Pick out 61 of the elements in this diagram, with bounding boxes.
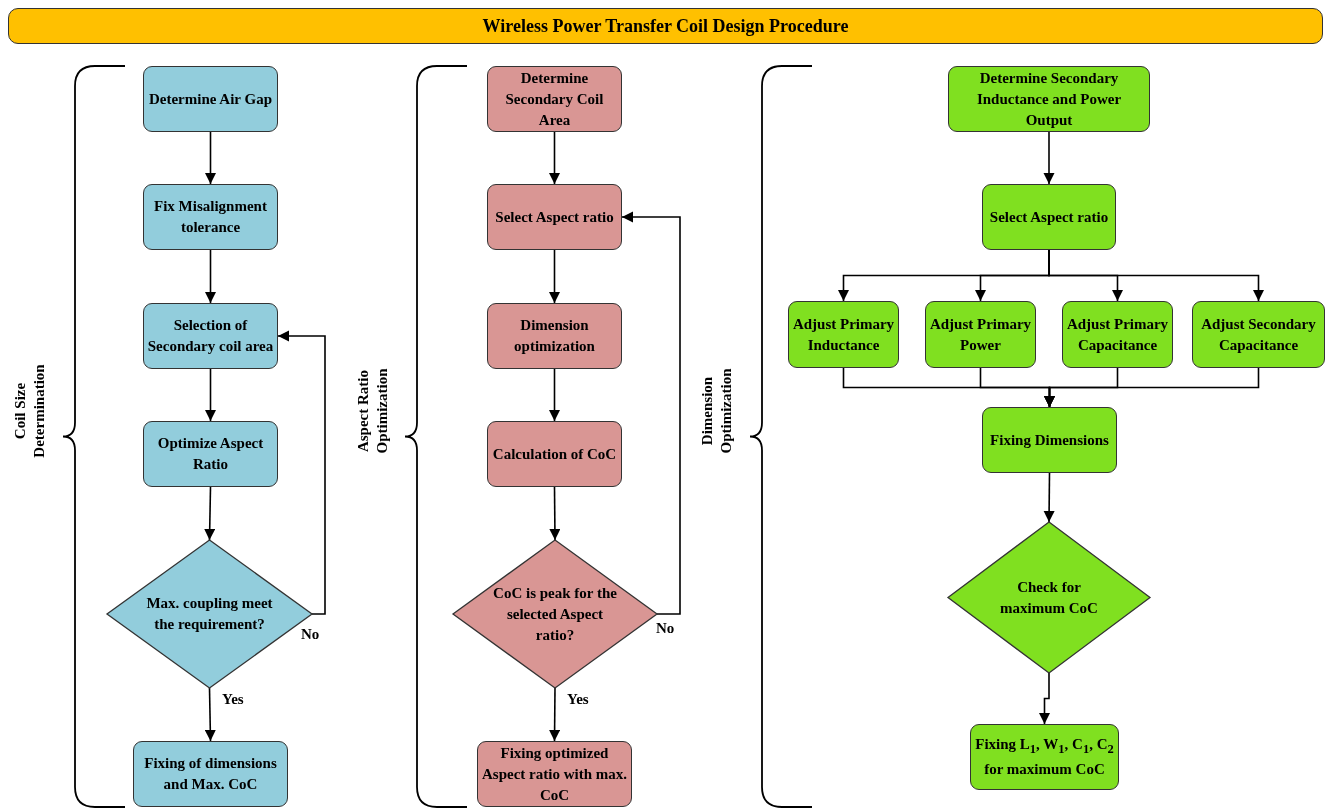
section-label: Aspect Ratio Optimization bbox=[354, 367, 391, 456]
process-box bbox=[487, 421, 622, 487]
arrow bbox=[1048, 249, 1265, 302]
step-text: Select Aspect ratio bbox=[495, 207, 614, 227]
step-text: Adjust Primary Power bbox=[929, 314, 1032, 355]
step-text: Adjust Secondary Capacitance bbox=[1200, 314, 1317, 355]
process-box bbox=[925, 301, 1036, 368]
arrow bbox=[204, 486, 216, 541]
step-text: Select Aspect ratio bbox=[989, 207, 1109, 227]
step-text: Max. coupling meet the requirement? bbox=[145, 594, 274, 634]
step-text: Fixing Dimensions bbox=[990, 430, 1109, 450]
decision-diamond bbox=[453, 540, 657, 688]
process-box bbox=[1062, 301, 1173, 368]
arrow bbox=[204, 368, 217, 422]
process-box bbox=[948, 66, 1150, 132]
step-text: Fix Misalignment tolerance bbox=[153, 197, 268, 237]
step-text: Adjust Primary Inductance bbox=[792, 314, 895, 355]
arrow bbox=[1043, 472, 1055, 523]
step-text: Dimension optimization bbox=[513, 316, 596, 356]
process-box bbox=[133, 741, 288, 807]
decision-diamond bbox=[948, 522, 1150, 673]
process-box bbox=[1192, 301, 1325, 368]
process-box bbox=[143, 66, 278, 132]
step-text: Calculation of CoC bbox=[492, 444, 617, 464]
arrow bbox=[204, 131, 217, 185]
arrow bbox=[1043, 131, 1055, 185]
step-text: Determine Air Gap bbox=[148, 89, 272, 109]
section-label: Dimension Optimization bbox=[698, 367, 735, 456]
step-text: Fixing optimized Aspect ratio with max. CoC bbox=[481, 743, 628, 805]
title-banner: Wireless Power Transfer Coil Design Procedure bbox=[8, 8, 1323, 44]
process-box bbox=[143, 184, 278, 250]
process-box bbox=[143, 303, 278, 369]
arrow bbox=[548, 249, 561, 304]
step-text: Fixing L$_{1}$, W$_{1}$, C$_{1}$, C$_{2}$ for maximum CoC bbox=[974, 735, 1115, 779]
process-box bbox=[982, 184, 1116, 250]
arrow bbox=[548, 131, 561, 185]
arrow bbox=[548, 368, 561, 422]
step-text: Determine Secondary Inductance and Power Output bbox=[975, 68, 1123, 130]
step-text: Adjust Primary Capacitance bbox=[1066, 314, 1169, 355]
process-box bbox=[143, 421, 278, 487]
arrow bbox=[621, 211, 681, 615]
arrow bbox=[204, 687, 216, 742]
step-text: Check for maximum CoC bbox=[999, 577, 1099, 618]
step-text: CoC is peak for the selected Aspect ratio? bbox=[492, 583, 618, 645]
process-box bbox=[970, 724, 1119, 790]
process-box bbox=[487, 303, 622, 369]
step-text: Fixing of dimensions and Max. CoC bbox=[143, 754, 278, 794]
arrow bbox=[277, 330, 326, 615]
step-text: Determine Secondary Coil Area bbox=[504, 68, 605, 130]
process-box bbox=[487, 66, 622, 132]
step-text: Optimize Aspect Ratio bbox=[156, 434, 265, 474]
arrow bbox=[1038, 672, 1051, 725]
arrow bbox=[549, 486, 561, 541]
arrow bbox=[1043, 367, 1260, 408]
section-label: Coil Size Determination bbox=[11, 363, 48, 460]
step-text: Selection of Secondary coil area bbox=[147, 316, 274, 356]
process-box bbox=[487, 184, 622, 250]
process-box bbox=[982, 407, 1117, 473]
arrow bbox=[549, 687, 561, 742]
process-box bbox=[788, 301, 899, 368]
arrow bbox=[204, 249, 217, 304]
